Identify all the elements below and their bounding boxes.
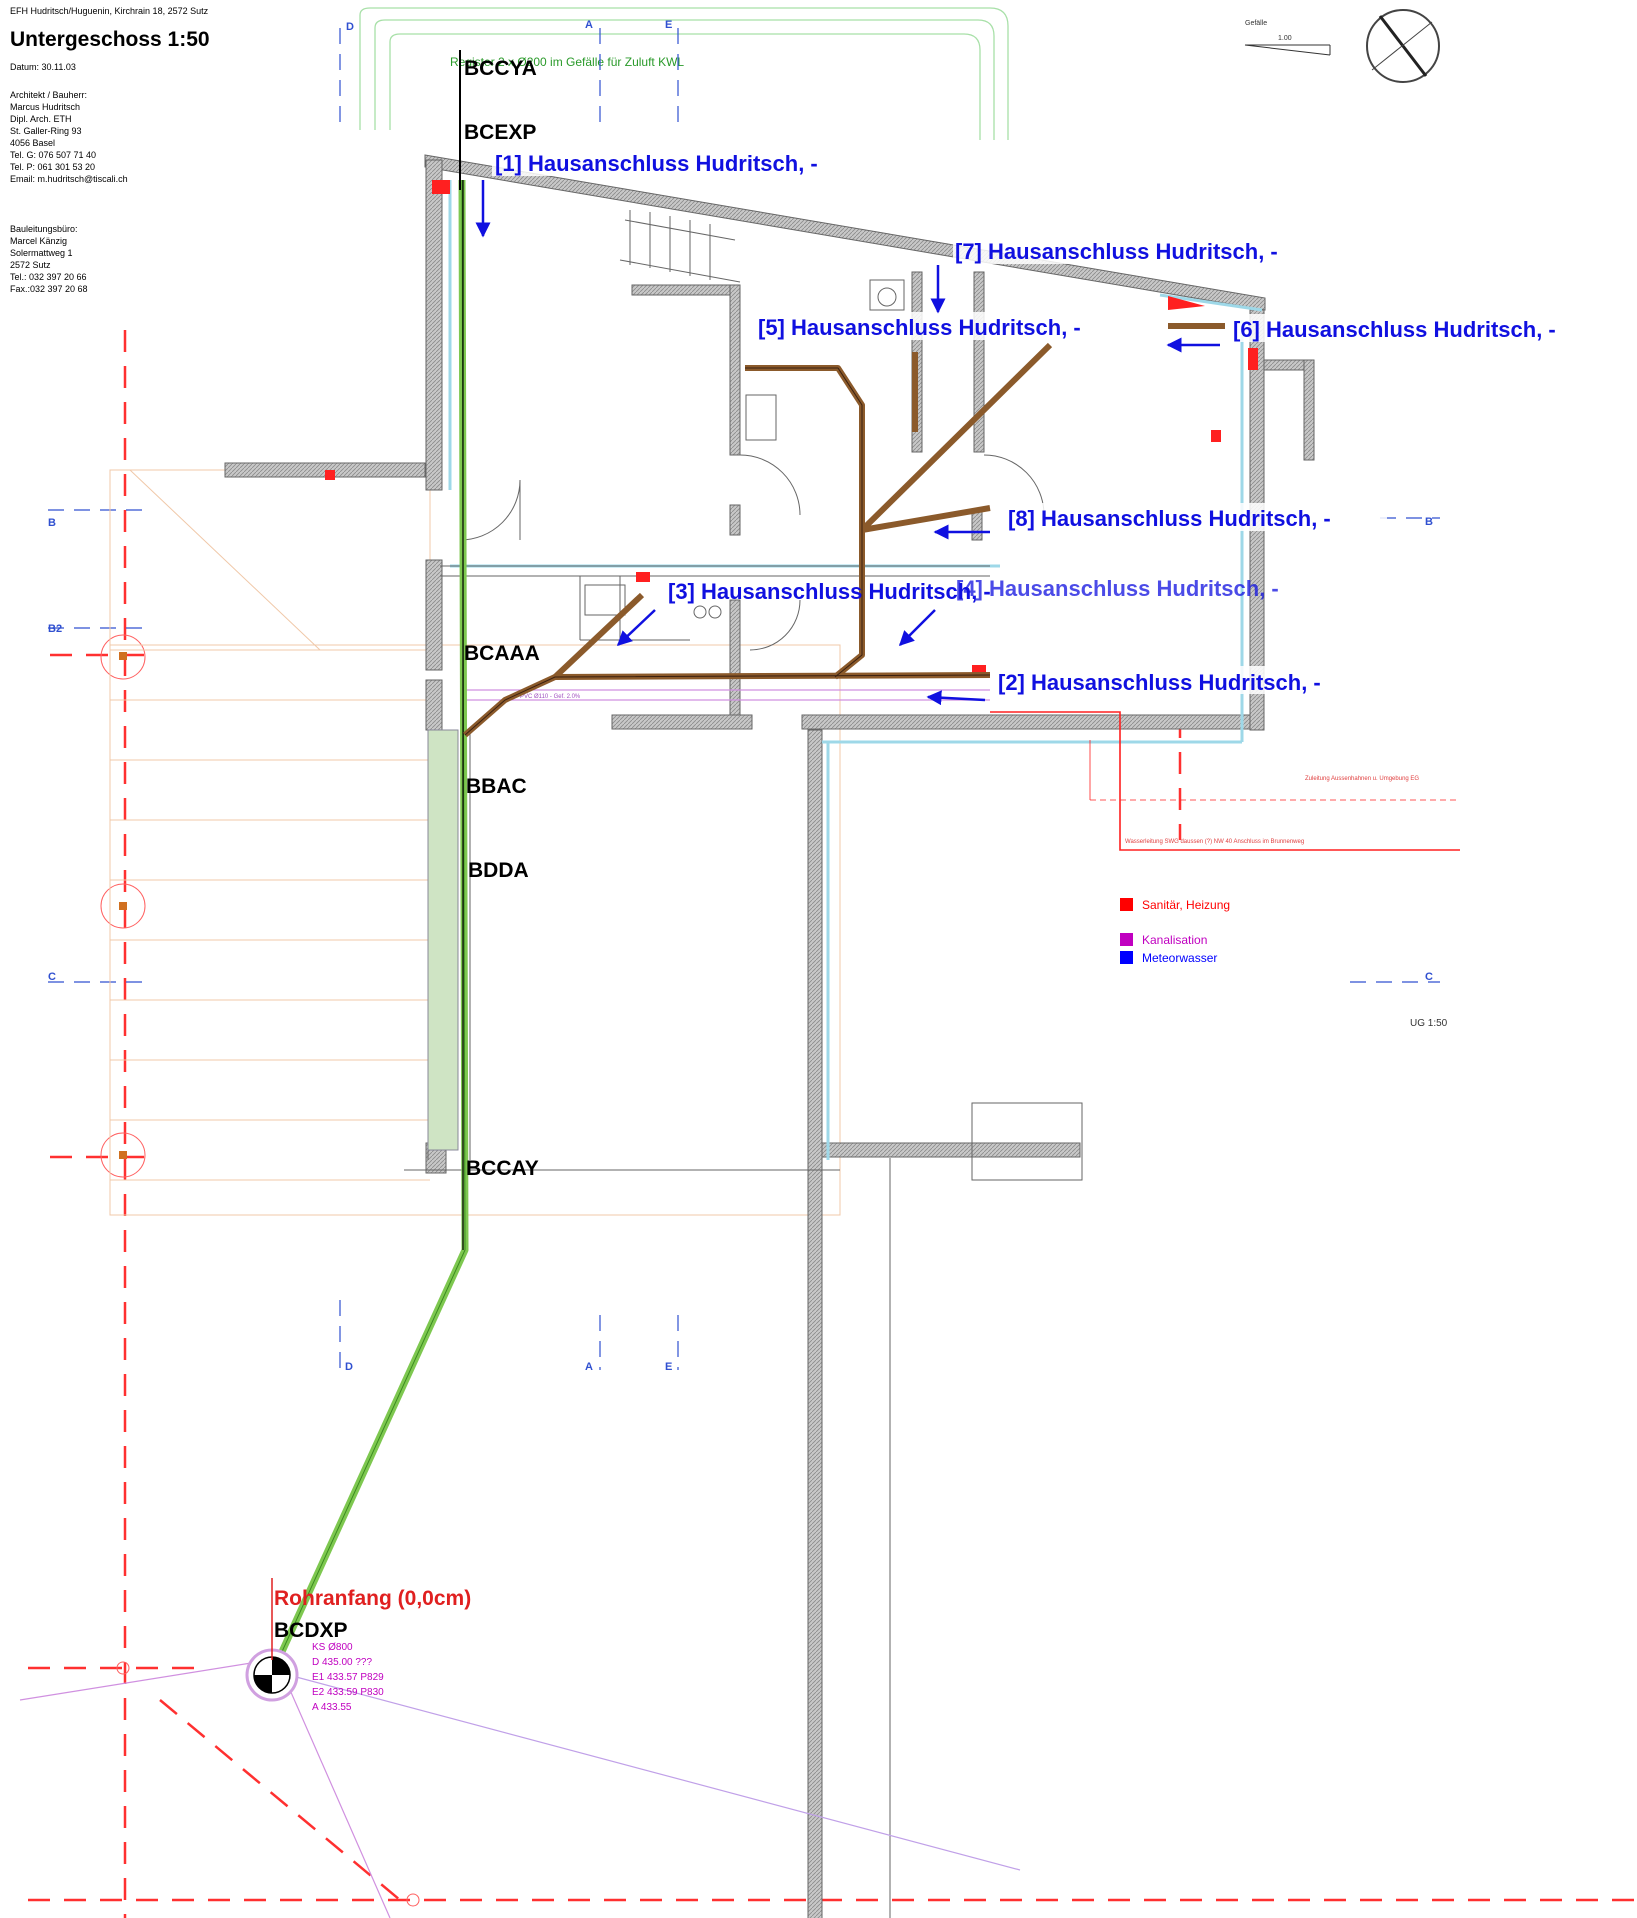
axis-label-c-right: C: [1425, 971, 1433, 983]
kanal-lines: [19, 689, 1021, 1918]
terrain-lines: [359, 7, 1009, 140]
legend-label: Sanitär, Heizung: [1142, 898, 1230, 912]
axis-label-d-top: D: [346, 21, 354, 33]
architect-line: Tel. G: 076 507 71 40: [10, 150, 96, 160]
section-markers: [48, 28, 1440, 1370]
note-outdoor-line: Zuleitung Aussenhahnen u. Umgebung EG: [1305, 776, 1419, 782]
architect-line: Dipl. Arch. ETH: [10, 114, 72, 124]
top-note: Register 2 x Ø200 im Gefälle für Zuluft …: [450, 55, 684, 69]
axis-label-e-bottom: E: [665, 1361, 672, 1373]
office-block: Bauleitungsbüro: Marcel KänzigSolermattwe…: [10, 224, 88, 294]
scale-label: Gefälle: [1245, 20, 1267, 27]
office-line: 2572 Sutz: [10, 260, 51, 270]
architect-line: 4056 Basel: [10, 138, 55, 148]
architect-block: Architekt / Bauherr: Marcus HudritschDipl…: [10, 90, 128, 184]
connection-label-8: [8] Hausanschluss Hudritsch, -: [1008, 506, 1331, 531]
date-line: Datum: 30.11.03: [10, 62, 76, 72]
shaft-note-line: E2 433.59 P830: [312, 1687, 384, 1698]
shaft-icon: [245, 1648, 299, 1702]
architect-line: Architekt / Bauherr:: [10, 90, 87, 100]
building-walls: [224, 154, 1315, 1918]
room-lines: [404, 210, 1083, 1918]
main-pipe: [266, 50, 469, 1680]
office-line: Fax.:032 397 20 68: [10, 284, 88, 294]
note-water-line: Wasserleitung SWG daussen (?) NW 40 Ansc…: [1125, 839, 1304, 845]
axis-grid: [28, 330, 1637, 1918]
architect-line: St. Galler-Ring 93: [10, 126, 82, 136]
connection-label-5: [5] Hausanschluss Hudritsch, -: [758, 315, 1081, 340]
north-arrow-icon: [1366, 9, 1440, 83]
station-label: BCDXP: [274, 1619, 348, 1642]
station-labels: BCCYA BCEXP BCAAA BBAC BDDA BCCAY BCDXP: [274, 57, 540, 1642]
section-labels: D A E D A E B B2 C B C: [48, 19, 1433, 1373]
office-line: Marcel Känzig: [10, 236, 67, 246]
connection-label-4: [4] Hausanschluss Hudritsch, -: [956, 576, 1279, 601]
axis-dots: [119, 652, 127, 1159]
axis-label-b-right: B: [1425, 516, 1433, 528]
pipe-spec-note: PVC Ø110 - Gef. 2.0%: [520, 694, 581, 700]
axis-label-d-bottom: D: [345, 1361, 353, 1373]
office-line: Tel.: 032 397 20 66: [10, 272, 87, 282]
legend-label: Kanalisation: [1142, 933, 1207, 947]
pink-notes: Zuleitung Aussenhahnen u. Umgebung EG Wa…: [1125, 776, 1419, 845]
station-label: BCCYA: [464, 57, 537, 80]
legend-swatch: [1120, 933, 1133, 946]
branch-pipes-outline: [464, 367, 991, 736]
facade-strip: [427, 729, 459, 1151]
axis-label-a-top: A: [585, 19, 593, 31]
axis-label-c-left: C: [48, 971, 56, 983]
scale-value: 1.00: [1278, 35, 1292, 42]
axis-markers: [100, 634, 420, 1907]
pipe-start-label: Rohranfang (0,0cm): [274, 1587, 471, 1610]
ug-scale-note: UG 1:50: [1410, 1018, 1448, 1029]
shaft-note-line: KS Ø800: [312, 1642, 353, 1653]
connection-label-3: [3] Hausanschluss Hudritsch, -: [668, 579, 991, 604]
shaft-notes: KS Ø800 D 435.00 ??? E1 433.57 P829 E2 433.…: [312, 1642, 384, 1713]
connection-label-2: [2] Hausanschluss Hudritsch, -: [998, 670, 1321, 695]
scale-box: Gefälle 1.00: [1244, 20, 1331, 56]
shaft-note-line: E1 433.57 P829: [312, 1672, 384, 1683]
connection-label-7: [7] Hausanschluss Hudritsch, -: [955, 239, 1278, 264]
connection-label-6: [6] Hausanschluss Hudritsch, -: [1233, 317, 1556, 342]
page-title: Untergeschoss 1:50: [10, 28, 210, 51]
architect-line: Email: m.hudritsch@tiscali.ch: [10, 174, 128, 184]
red-fixtures: [325, 180, 1258, 677]
axis-label-a-bottom: A: [585, 1361, 593, 1373]
station-label: BBAC: [466, 775, 527, 798]
office-line: Solermattweg 1: [10, 248, 73, 258]
station-label: BCAAA: [464, 642, 540, 665]
station-label: BDDA: [468, 859, 529, 882]
axis-label-e-top: E: [665, 19, 672, 31]
architect-line: Marcus Hudritsch: [10, 102, 80, 112]
shaft-note-line: D 435.00 ???: [312, 1657, 372, 1668]
sanitary-lines: [990, 711, 1460, 851]
office-line: Bauleitungsbüro:: [10, 224, 78, 234]
legend-swatch: [1120, 898, 1133, 911]
connection-label-1: [1] Hausanschluss Hudritsch, -: [495, 151, 818, 176]
project-line: EFH Hudritsch/Huguenin, Kirchrain 18, 25…: [10, 6, 209, 16]
axis-label-b2-left: B2: [48, 623, 62, 635]
connection-arrows: [475, 180, 1220, 706]
station-label: BCEXP: [464, 121, 536, 144]
legend-swatch: [1120, 951, 1133, 964]
station-label: BCCAY: [466, 1157, 539, 1180]
axis-label-b-left: B: [48, 517, 56, 529]
shaft-note-line: A 433.55: [312, 1702, 352, 1713]
architect-line: Tel. P: 061 301 53 20: [10, 162, 95, 172]
header-block: EFH Hudritsch/Huguenin, Kirchrain 18, 25…: [10, 6, 210, 294]
connection-labels: [1] Hausanschluss Hudritsch, - [7] Hausa…: [492, 148, 1632, 695]
legend-label: Meteorwasser: [1142, 951, 1217, 965]
